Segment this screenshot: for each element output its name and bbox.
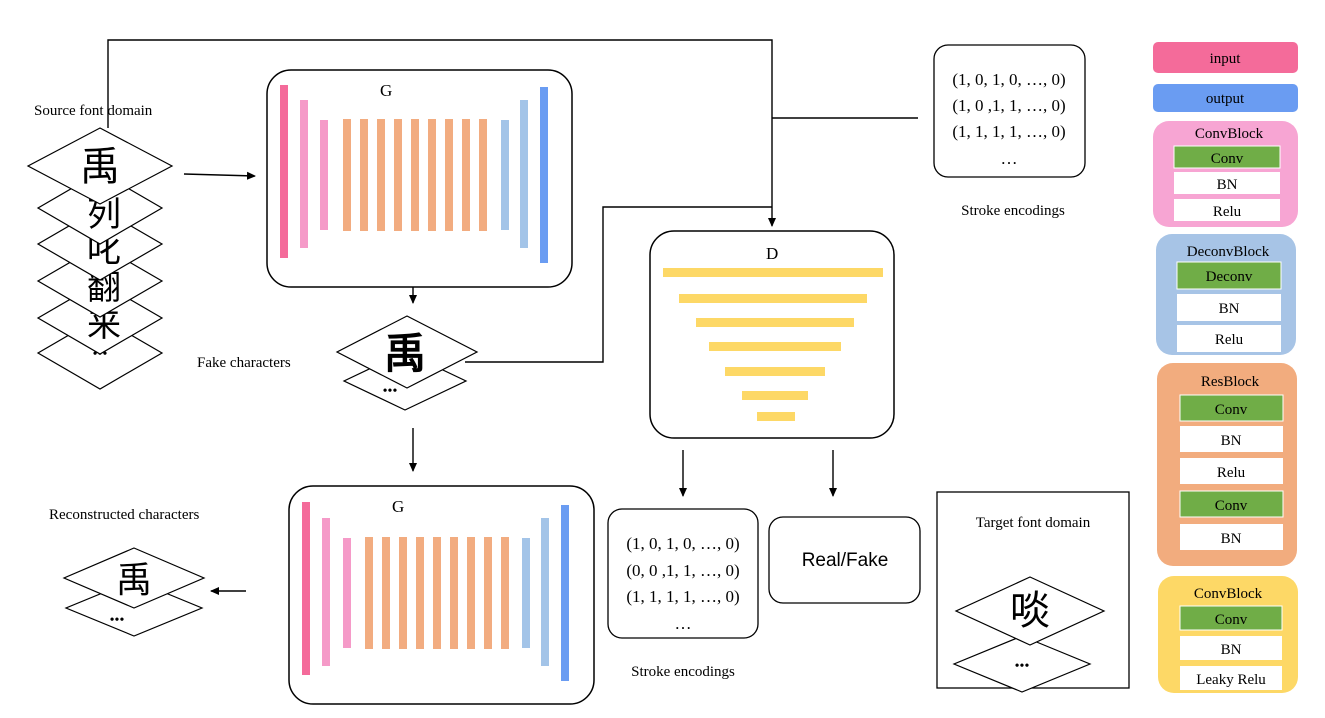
gen-conv-bar <box>322 518 330 666</box>
legend-row: Conv <box>1215 612 1248 628</box>
legend-row: Deconv <box>1206 269 1253 285</box>
reconstructed-stack: ••• 禹 <box>62 547 206 637</box>
encoding-row: (1, 0, 1, 0, …, 0) <box>952 70 1065 89</box>
target-domain-label: Target font domain <box>976 515 1091 531</box>
target-font-domain: Target font domain ••• 啖 <box>936 491 1130 693</box>
fake-characters-label: Fake characters <box>197 355 291 371</box>
encoding-row: (1, 0 ,1, 1, …, 0) <box>952 96 1065 115</box>
legend-row: Relu <box>1217 465 1246 481</box>
gen-output-bar <box>561 505 569 681</box>
gen-conv-bar <box>343 538 351 648</box>
fake-stack: ••• 禹 <box>335 315 479 411</box>
reconstructed-characters-label: Reconstructed characters <box>49 507 199 523</box>
encoding-row: (1, 1, 1, 1, …, 0) <box>626 587 739 606</box>
legend-row: Relu <box>1213 204 1242 220</box>
legend-input-label: input <box>1210 51 1242 67</box>
generator-bottom-label: G <box>392 497 404 516</box>
encoding-row: … <box>675 614 692 633</box>
legend-output <box>1153 84 1298 112</box>
source-stack: ••• 来 翻 叱 列 禹 <box>26 127 174 390</box>
gen-res-bars <box>343 119 487 231</box>
gen-output-bar <box>540 87 548 263</box>
reconstructed-character: 禹 <box>116 560 152 601</box>
source-to-d-line <box>107 39 776 227</box>
fake-character: 禹 <box>384 329 426 378</box>
gen-input-bar <box>280 85 288 258</box>
gen-res-bars <box>365 537 509 649</box>
real-fake-box: Real/Fake <box>768 516 921 604</box>
discriminator: D <box>649 230 895 439</box>
generator-top: G <box>266 69 573 288</box>
source-domain-label: Source font domain <box>34 103 153 119</box>
encoding-row: (1, 1, 1, 1, …, 0) <box>952 122 1065 141</box>
legend-row: BN <box>1221 642 1242 658</box>
target-character: 啖 <box>1010 588 1050 634</box>
ellipsis: ••• <box>110 613 125 628</box>
source-to-g-arrow <box>183 171 256 180</box>
gen-conv-bar <box>320 120 328 230</box>
legend: input output ConvBlock Conv BN Relu Deco… <box>1153 42 1298 693</box>
ellipsis: ••• <box>1015 659 1030 674</box>
legend-convblock-leaky <box>1158 576 1298 693</box>
disc-bars <box>663 268 883 421</box>
real-fake-label: Real/Fake <box>802 550 889 571</box>
gen-deconv-bar <box>522 538 530 648</box>
encoding-row: (0, 0 ,1, 1, …, 0) <box>626 561 739 580</box>
ellipsis: ••• <box>383 384 398 399</box>
gen-deconv-bar <box>541 518 549 666</box>
legend-row: BN <box>1221 531 1242 547</box>
legend-row: BN <box>1219 301 1240 317</box>
encoding-row: … <box>1001 149 1018 168</box>
legend-resblock-title: ResBlock <box>1201 374 1260 390</box>
legend-output-label: output <box>1206 91 1245 107</box>
legend-row: Conv <box>1215 498 1248 514</box>
stroke-encodings-bottom-label: Stroke encodings <box>631 664 735 680</box>
generator-top-label: G <box>380 81 392 100</box>
gen-deconv-bar <box>501 120 509 230</box>
stroke-encodings-top-label: Stroke encodings <box>961 203 1065 219</box>
encoding-row: (1, 0, 1, 0, …, 0) <box>626 534 739 553</box>
source-character: 禹 <box>80 144 120 190</box>
gen-conv-bar <box>300 100 308 248</box>
legend-convblock-leaky-title: ConvBlock <box>1194 586 1263 602</box>
fake-to-d-line <box>465 206 772 363</box>
gen-deconv-bar <box>520 100 528 248</box>
legend-row: Conv <box>1215 402 1248 418</box>
legend-row: BN <box>1217 177 1238 193</box>
legend-row: Conv <box>1211 151 1244 167</box>
stroke-encodings-top: (1, 0, 1, 0, …, 0) (1, 0 ,1, 1, …, 0) (1… <box>933 44 1086 219</box>
legend-convblock-title: ConvBlock <box>1195 126 1264 142</box>
generator-bottom: G <box>288 485 595 705</box>
legend-row: Leaky Relu <box>1196 672 1266 688</box>
gen-input-bar <box>302 502 310 675</box>
legend-deconvblock-title: DeconvBlock <box>1187 244 1270 260</box>
stroke-encodings-bottom: (1, 0, 1, 0, …, 0) (0, 0 ,1, 1, …, 0) (1… <box>607 508 759 680</box>
legend-input <box>1153 42 1298 73</box>
legend-row: BN <box>1221 433 1242 449</box>
discriminator-label: D <box>766 244 778 263</box>
legend-row: Relu <box>1215 332 1244 348</box>
